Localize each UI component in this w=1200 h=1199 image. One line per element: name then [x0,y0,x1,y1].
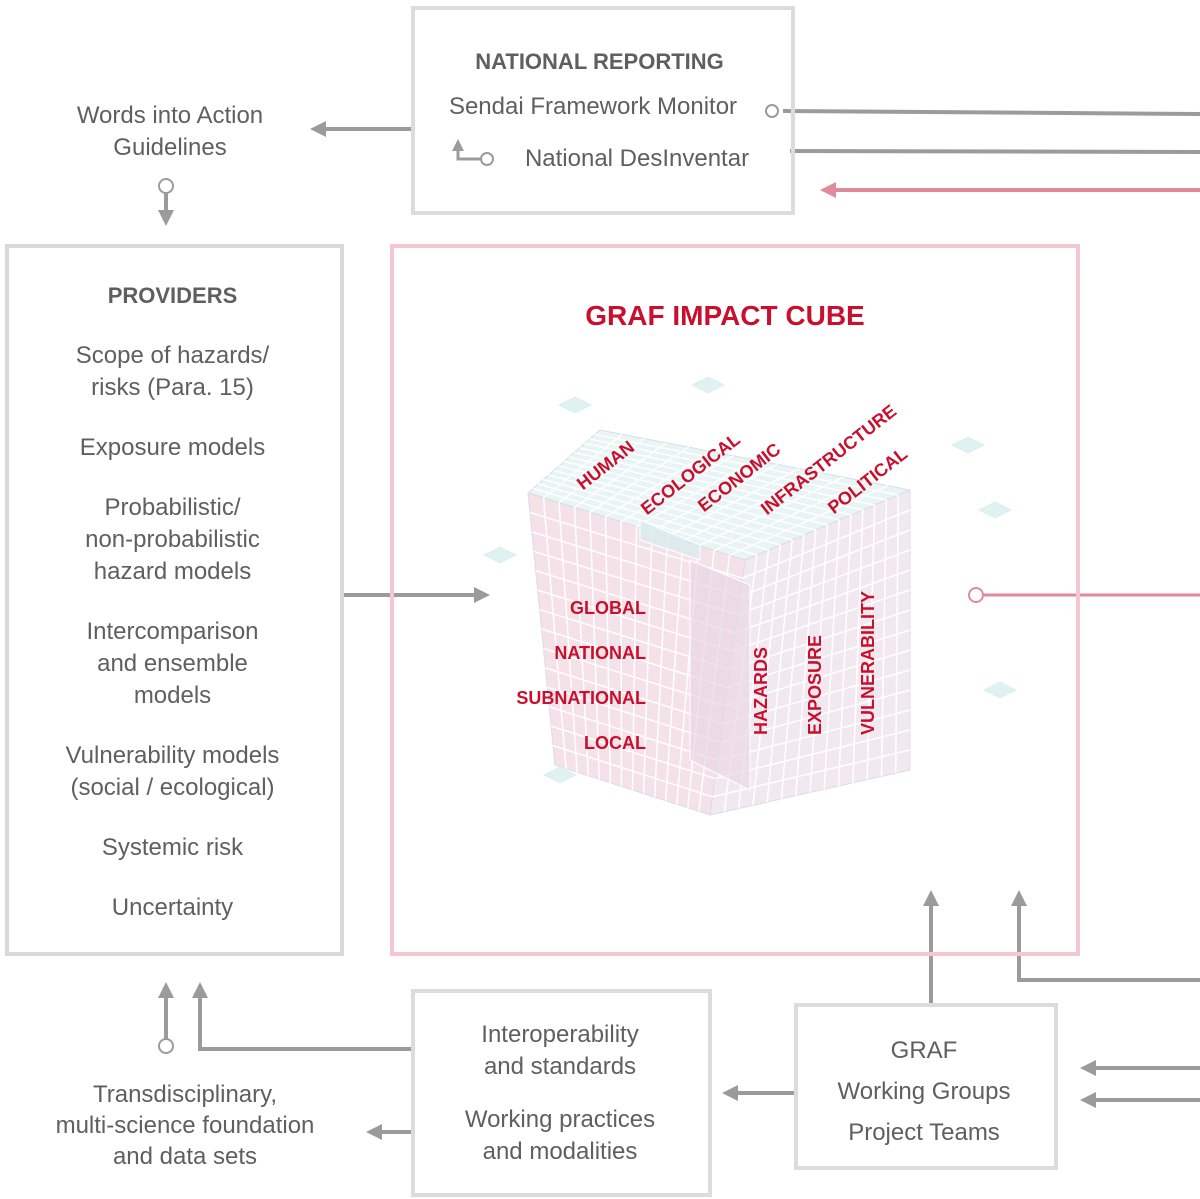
cube-output-connector [968,587,1200,603]
cube-label-hazards: HAZARDS [751,647,771,735]
cube-label-vulnerability: VULNERABILITY [858,591,878,735]
transdisciplinary-foundation-label: Transdisciplinary, multi-science foundat… [55,1081,315,1170]
foundation-to-providers-arrow [158,982,174,1054]
sendai-framework-monitor-label: Sendai Framework Monitor [448,93,738,120]
desinventar-connector [789,149,1200,154]
interop-to-providers-arrow [192,982,412,1051]
graf-impact-cube-box [390,244,1080,956]
provider-item: Exposure models [79,434,266,461]
provider-item: Systemic risk [101,834,244,861]
cube-label-national: NATIONAL [554,643,646,663]
cube-label-subnational: SUBNATIONAL [516,688,646,708]
provider-item: Scope of hazards/risks (Para. 15) [75,342,270,401]
cube-label-exposure: EXPOSURE [805,634,825,735]
cube-label-local: LOCAL [584,733,646,753]
national-desinventar-label: National DesInventar [524,145,750,172]
words-into-action-label: Words into Action Guidelines [76,102,264,161]
sendai-monitor-connector [765,104,1200,118]
desinventar-to-sendai-arrow [452,139,494,166]
national-reporting-box [411,6,795,215]
national-reporting-title: NATIONAL REPORTING [475,49,724,74]
external-to-cube-arrow [1011,890,1200,982]
interoperability-box [411,989,712,1197]
graf-impact-cube-title: GRAF IMPACT CUBE [585,300,865,331]
cube-label-global: GLOBAL [570,598,646,618]
interoperability-standards-label: Interoperability and standards [481,1021,639,1080]
provider-item: Uncertainty [111,894,234,921]
wia-to-providers-arrow [158,178,174,226]
providers-box [5,244,344,956]
provider-item: Vulnerability models(social / ecological… [65,742,280,801]
providers-title: PROVIDERS [107,283,238,308]
graf-working-groups-label: GRAF Working Groups Project Teams [837,1037,1011,1146]
graf-working-groups-box [794,1003,1058,1170]
working-practices-label: Working practices and modalities [464,1106,656,1165]
